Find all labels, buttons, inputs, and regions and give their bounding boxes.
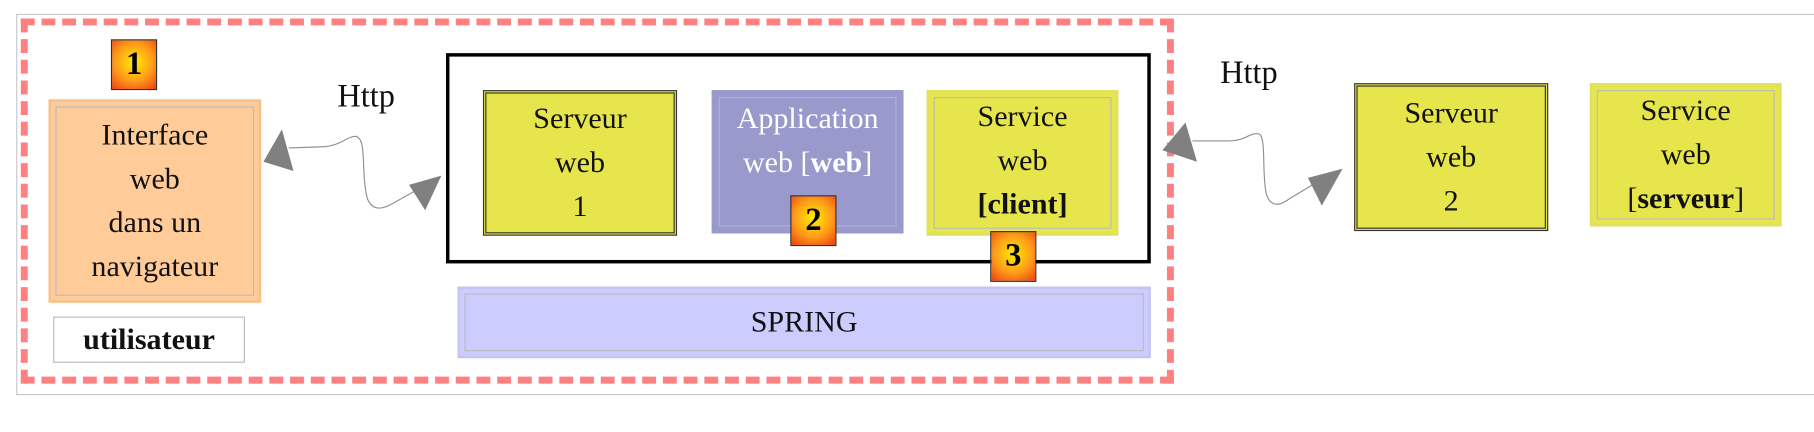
arrow-curve xyxy=(288,135,414,209)
arrow-curve xyxy=(1192,133,1313,205)
app-text: web [ xyxy=(742,145,811,180)
web-service-client-box: Service web [client] xyxy=(926,90,1119,236)
badge-1: 1 xyxy=(110,39,158,91)
web-server-2-box: Serveur web 2 xyxy=(1354,83,1549,232)
http-label-right: Http xyxy=(1220,55,1278,92)
client-bold: client xyxy=(987,187,1058,221)
service-bold: serveur xyxy=(1637,181,1735,215)
app-text: ] xyxy=(862,145,873,180)
spring-layer: SPRING xyxy=(457,286,1151,359)
service-text: ] xyxy=(1734,181,1745,215)
app-bold: web xyxy=(810,145,863,180)
client-text: ] xyxy=(1057,187,1068,221)
app-line: web [web] xyxy=(743,141,872,185)
service-line: Service xyxy=(1640,93,1731,128)
client-line: [client] xyxy=(977,183,1067,227)
client-line: Service xyxy=(977,99,1068,133)
spring-label: SPRING xyxy=(750,305,858,339)
arrowhead-right xyxy=(409,175,442,211)
http-arrow-right xyxy=(1162,122,1343,206)
browser-line: navigateur xyxy=(91,249,219,284)
browser-line: Interface xyxy=(101,117,209,152)
client-side-boundary xyxy=(20,18,1174,384)
diagram-frame xyxy=(16,13,1814,396)
arrowhead-left xyxy=(263,129,294,171)
inner-border xyxy=(464,293,1144,352)
inner-border xyxy=(55,106,255,296)
app-line: Application xyxy=(736,101,879,136)
arrowhead-left xyxy=(1162,122,1197,162)
service-line: web xyxy=(1660,137,1711,171)
server2-line: Serveur xyxy=(1404,95,1498,130)
browser-interface-box: Interface web dans un navigateur xyxy=(48,99,262,303)
inner-border xyxy=(1596,90,1775,220)
server1-line: Serveur xyxy=(533,101,627,136)
service-text: [ xyxy=(1627,181,1638,215)
service-line: [serveur] xyxy=(1627,177,1744,221)
inner-border xyxy=(933,97,1112,229)
client-line: web xyxy=(997,143,1048,177)
http-label-left: Http xyxy=(337,78,395,115)
server2-line: 2 xyxy=(1443,183,1459,218)
badge-2: 2 xyxy=(790,195,837,247)
browser-line: web xyxy=(129,161,180,196)
user-label: utilisateur xyxy=(53,316,245,363)
client-text: [ xyxy=(977,187,988,221)
server2-line: web xyxy=(1426,139,1477,174)
arrowhead-right xyxy=(1307,168,1343,206)
server1-line: web xyxy=(554,145,606,180)
web-service-server-box: Service web [serveur] xyxy=(1589,83,1782,227)
web-server-1-box: Serveur web 1 xyxy=(482,90,678,236)
server1-line: 1 xyxy=(572,189,588,223)
badge-3: 3 xyxy=(990,231,1037,282)
browser-line: dans un xyxy=(108,205,202,240)
http-arrow-left xyxy=(263,129,442,211)
